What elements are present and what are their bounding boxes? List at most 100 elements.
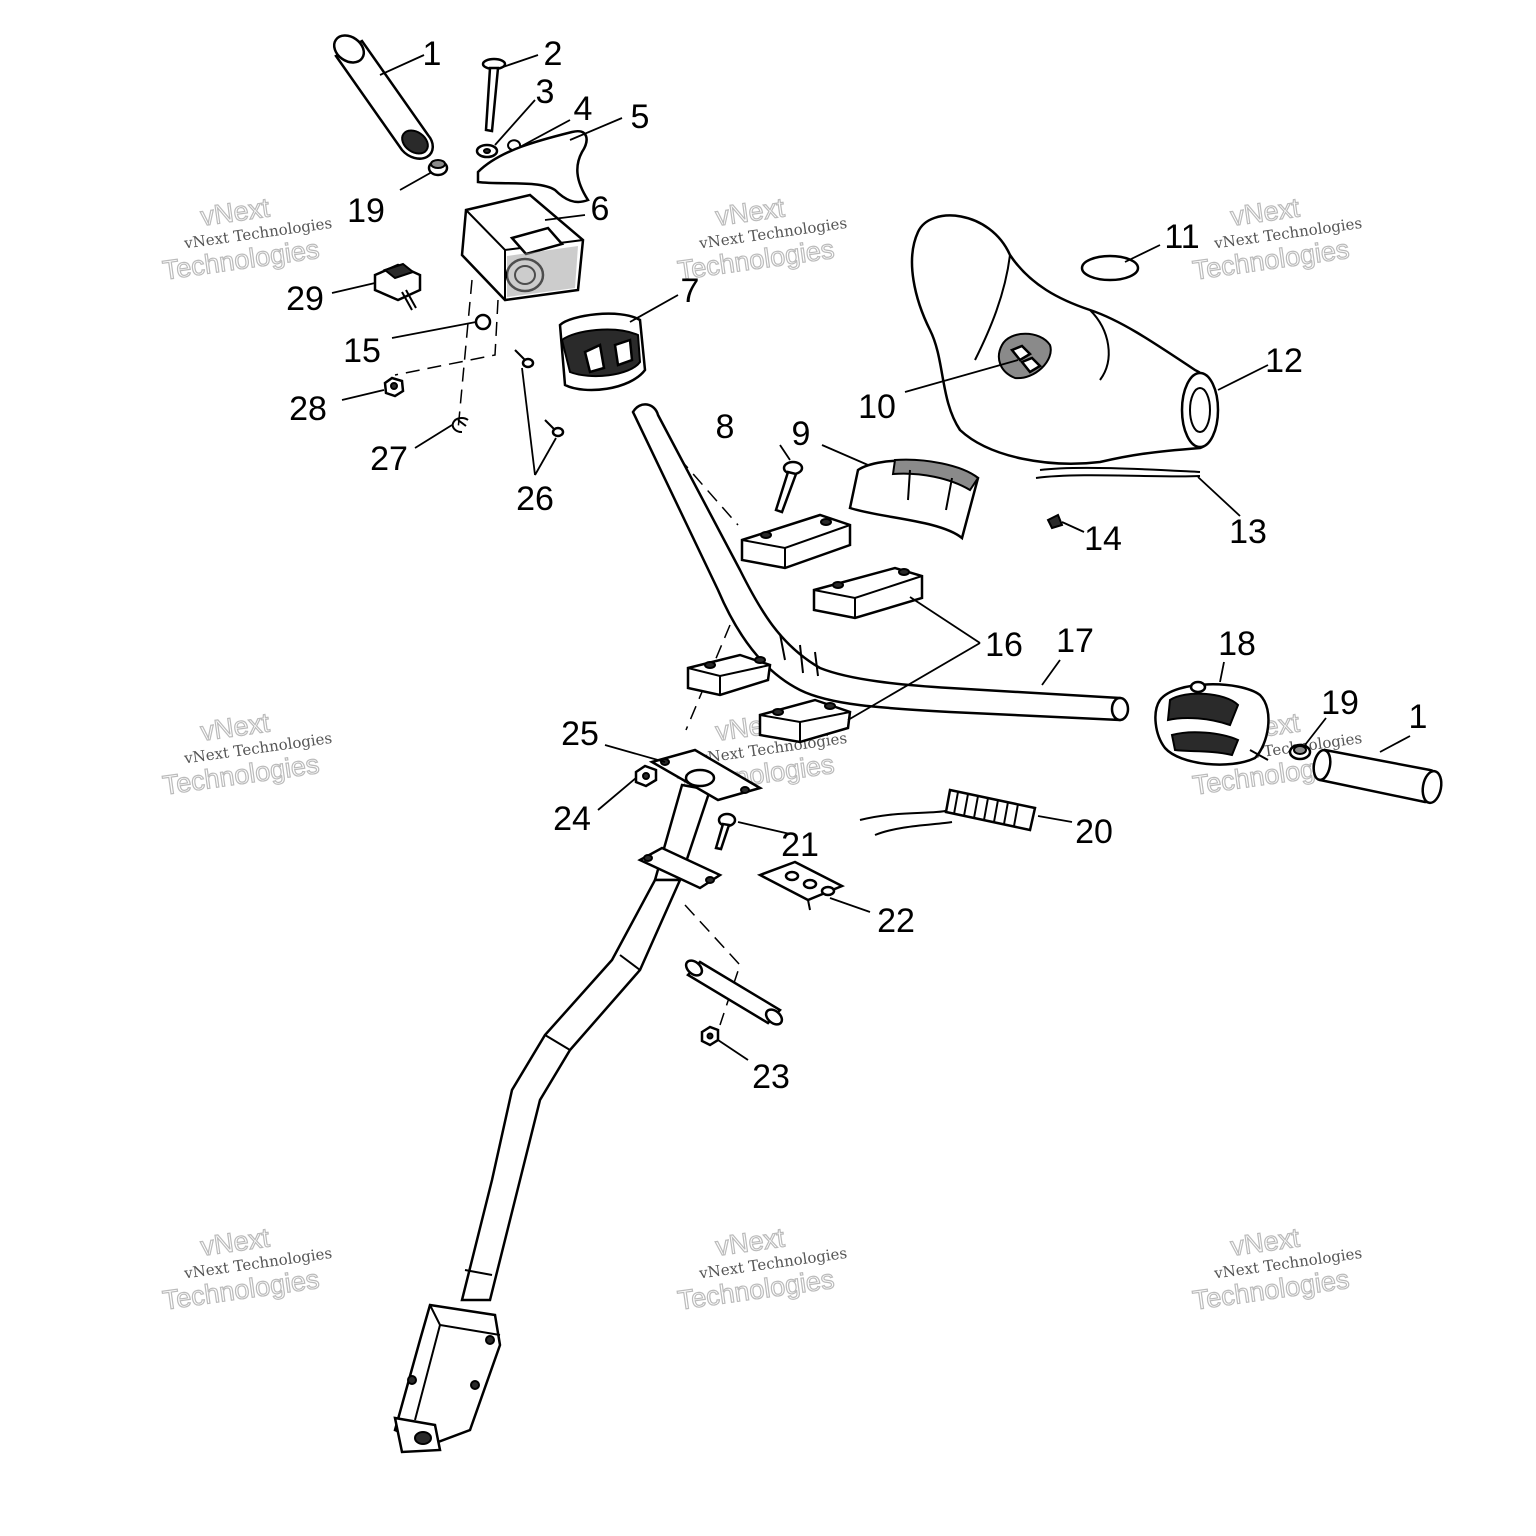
callout-19: 19 [1321,684,1359,722]
watermark: vNext vNext Technologies Technologies [1190,1222,1363,1316]
watermark: vNext vNext Technologies Technologies [675,1222,848,1316]
callout-24: 24 [553,800,591,838]
leader-line [1219,661,1225,683]
leader-line [779,444,791,461]
callout-25: 25 [561,715,599,753]
grip-left [332,34,435,160]
leader-line [1217,364,1269,391]
leader-line [399,171,433,191]
kill-switch [373,262,422,311]
assembly-line [394,299,499,376]
leader-line [597,777,637,811]
leader-line [904,359,1019,393]
control-housing [460,193,585,302]
leader-line [1304,717,1327,746]
screw [544,419,565,438]
leader-line [569,117,623,141]
callout-14: 14 [1084,520,1122,558]
leader-line [1124,244,1161,263]
assembly-line [457,279,473,431]
clamp-bolt [774,460,804,514]
mounting-flange-upper [648,748,764,802]
leader-line [379,54,425,76]
leader-line [517,119,571,149]
callout-21: 21 [781,826,819,864]
callout-1: 1 [1409,698,1428,736]
leader-line [1041,659,1061,686]
callouts: 1 2 3 4 5 6 7 8 9 10 11 12 13 14 15 16 1… [286,35,1427,1096]
callout-4: 4 [574,90,593,128]
leader-line [521,367,536,476]
leader-line [534,437,557,476]
leader-line [629,294,679,323]
callout-7: 7 [681,272,700,310]
callout-20: 20 [1075,813,1113,851]
watermark: vNext vNext Technologies Technologies [160,707,333,801]
throttle-lever [476,129,590,204]
flange-nut [634,764,658,788]
flange-screw [714,812,737,851]
leader-line [1197,476,1241,517]
leader-line [1061,521,1085,533]
callout-6: 6 [591,190,610,228]
washer [475,143,499,159]
pivot-pin [481,57,507,133]
leader-lines [331,54,1411,1061]
leader-line [499,54,539,69]
callout-1: 1 [423,35,442,73]
callout-2: 2 [544,35,563,73]
mounting-flange-lower [637,846,723,890]
velcro-strap [1035,466,1201,479]
leader-line [829,897,871,913]
watermark: vNext vNext Technologies Technologies [675,192,848,286]
leader-line [494,99,536,146]
callout-9: 9 [792,415,811,453]
tie-rod-nut [700,1025,720,1047]
leader-line [544,214,586,221]
leader-line [847,642,981,721]
left-control-assembly [332,34,647,438]
tie-rod [684,959,784,1026]
callout-28: 28 [289,390,327,428]
callout-16: 16 [985,626,1023,664]
steering-post-assembly [393,748,845,1454]
callout-15: 15 [343,332,381,370]
watermark: vNext vNext Technologies Technologies [160,1222,333,1316]
leader-line [341,389,385,401]
callout-17: 17 [1056,622,1094,660]
leader-line [391,321,477,339]
right-control-assembly [859,680,1443,836]
watermark: vNext vNext Technologies Technologies [1190,192,1363,286]
callout-11: 11 [1164,218,1199,256]
leader-line [604,744,666,763]
callout-27: 27 [370,440,408,478]
e-clip [451,417,469,434]
callout-26: 26 [516,480,554,518]
strap-fastener [1046,513,1064,530]
callout-19: 19 [347,192,385,230]
retaining-clip [507,139,522,151]
leader-line [717,1039,749,1061]
switch-housing [1154,680,1270,766]
leader-line [1037,815,1073,823]
lock-nut [383,376,405,398]
bar-clamp-lower [758,698,852,744]
heater-element [859,788,1037,836]
leader-line [737,821,791,835]
screw [514,349,535,369]
callout-13: 13 [1229,513,1267,551]
bar-clamp-lower [686,653,772,697]
steering-post [393,783,712,1454]
assembly-line [684,904,741,1026]
callout-5: 5 [631,98,650,136]
pad-decal [1080,254,1140,282]
leader-line [909,596,981,644]
leader-line [414,424,453,449]
bar-clamp-upper [812,566,924,620]
callout-12: 12 [1265,342,1303,380]
callout-18: 18 [1218,625,1256,663]
handlebar [631,403,1130,722]
leader-line [821,444,869,466]
callout-29: 29 [286,280,324,318]
